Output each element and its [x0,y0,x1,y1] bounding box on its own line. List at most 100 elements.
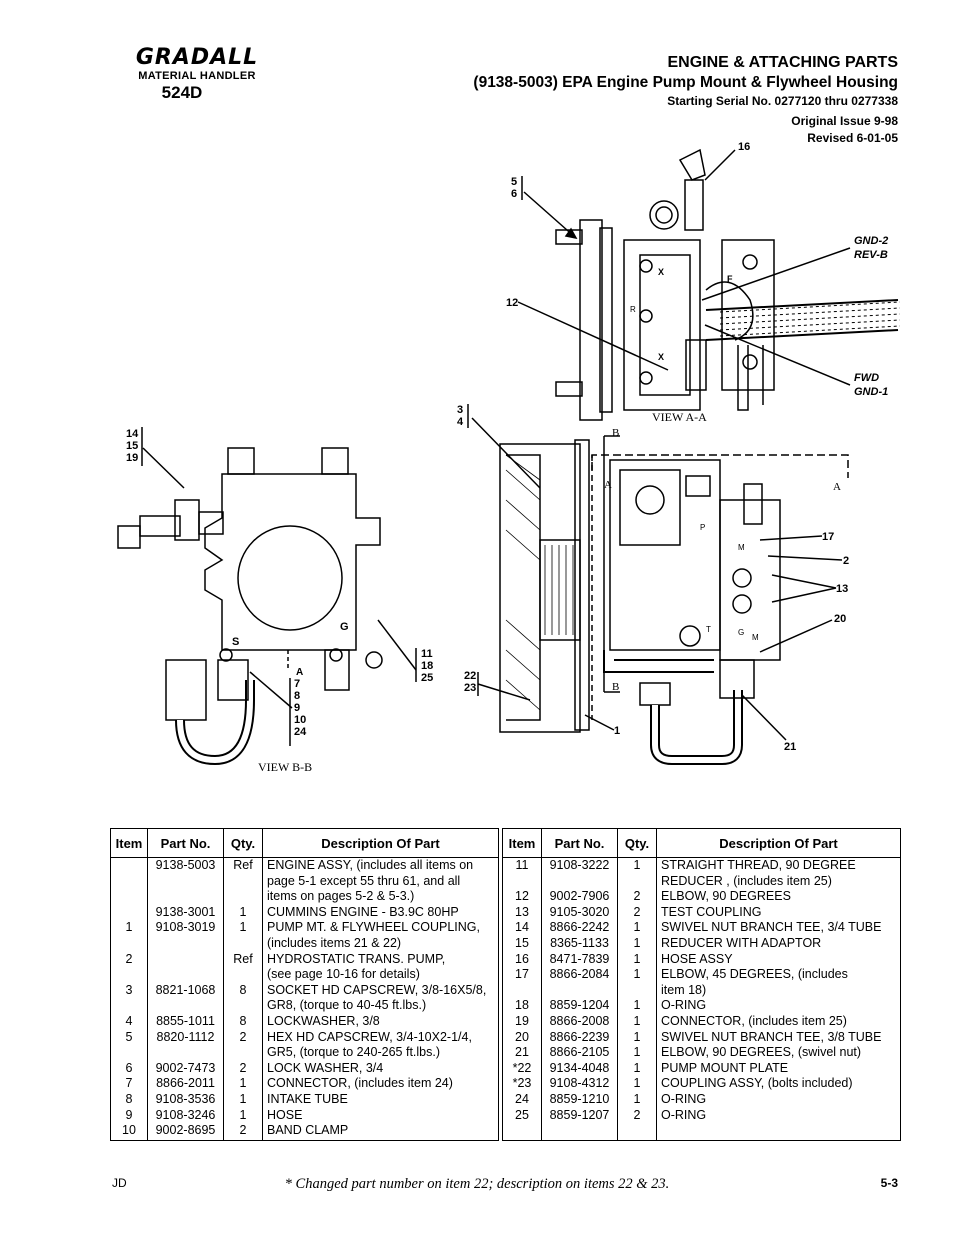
svg-text:G: G [340,621,349,633]
callout-22-23: 22 23 [464,670,477,694]
table-cell-desc: REDUCER WITH ADAPTOR [661,935,822,950]
logo-line: MATERIAL HANDLER [138,70,256,82]
table-cell-qty: 2 [633,1107,641,1122]
table-cell-desc: ELBOW, 90 DEGREES, (swivel nut) [661,1045,862,1060]
callout-13: 13 [836,583,848,595]
col-item: Item [110,828,148,858]
parts-drawing: X F R X VIEW A-A GND-2 REV-B FWD GND-1 S… [117,141,901,774]
table-cell-item: 25 [515,1107,529,1122]
table-cell-desc: CUMMINS ENGINE - B3.9C 80HP [267,904,459,919]
table-cell-item [111,967,147,983]
table-cell-desc: SWIVEL NUT BRANCH TEE, 3/8 TUBE [661,1029,882,1044]
table-cell-qty [224,936,262,952]
view-bb: S G A [117,447,417,766]
table-cell-item: 19 [515,1013,529,1028]
table-cell-qty: 1 [633,935,641,950]
table-cell-part [148,952,223,968]
table-cell-part: 9105-3020 [549,904,610,919]
table-cell-part: 9108-3019 [155,920,216,935]
table-cell-qty [224,967,262,983]
logo-brand: GRADALL [135,45,259,70]
table-cell-qty [224,1045,262,1061]
table-cell-part: 8866-2011 [156,1076,215,1091]
table-cell-desc: ELBOW, 90 DEGREES [661,889,791,904]
table-cell-item: 13 [515,904,529,919]
table-cell-part [148,967,223,983]
table-cell-desc: LOCK WASHER, 3/4 [267,1060,384,1075]
page-subtitle: (9138-5003) EPA Engine Pump Mount & Flyw… [473,74,898,91]
gradall-logo: GRADALL MATERIAL HANDLER 524D [112,45,282,103]
svg-text:T: T [706,625,711,634]
table-cell-part: 9002-7473 [155,1060,216,1075]
table-cell-desc: GR8, (torque to 40-45 ft.lbs.) [267,998,427,1013]
table-cell-qty: Ref [233,951,253,966]
svg-text:P: P [700,523,705,532]
table-cell-part: 8820-1112 [156,1029,215,1044]
table-cell-part: 8859-1204 [549,998,610,1013]
table-cell-item: 16 [515,951,529,966]
table-cell-part [148,936,223,952]
table-cell-item: *22 [512,1060,532,1075]
table-cell-part [542,983,617,999]
table-cell-part: 8866-2242 [549,920,610,935]
table-cell-item: 7 [125,1076,133,1091]
table-cell-desc: (see page 10-16 for details) [267,967,420,982]
table-cell-item: 14 [515,920,529,935]
table-cell-desc: HOSE ASSY [661,951,733,966]
table-cell-part: 8866-2084 [549,967,610,982]
svg-text:S: S [232,636,239,648]
table-cell-part: 9002-7906 [549,889,610,904]
table-cell-qty: 1 [633,951,641,966]
table-cell-desc: CONNECTOR, (includes item 25) [661,1013,847,1028]
table-cell-qty: 1 [239,1091,247,1106]
callout-14-15-19: 14 15 19 [126,428,139,464]
svg-text:B: B [612,427,619,439]
fwd-label: FWD [854,372,879,384]
table-cell-part: 9108-3536 [155,1091,216,1106]
table-cell-desc: page 5-1 except 55 thru 61, and all [267,873,461,888]
table-cell-qty [224,889,262,905]
table-cell-qty: 1 [239,920,247,935]
col-part-no: Part No. [147,828,224,858]
table-cell-item [503,874,541,890]
view-bb-caption: VIEW B-B [258,760,312,774]
table-cell-desc: HOSE [267,1107,303,1122]
table-cell-desc: TEST COUPLING [661,904,762,919]
table-cell-desc: ELBOW, 45 DEGREES, (includes [661,967,848,982]
table-cell-part: 8471-7839 [549,951,610,966]
callout-3-4: 3 4 [457,404,464,428]
col-description: Description Of Part [656,828,901,858]
table-cell-qty: 1 [633,1045,641,1060]
col-part-no: Part No. [541,828,618,858]
col-description: Description Of Part [262,828,499,858]
table-cell-qty [224,874,262,890]
table-cell-desc: SWIVEL NUT BRANCH TEE, 3/4 TUBE [661,920,882,935]
table-cell-qty [618,983,656,999]
svg-text:X: X [658,352,664,362]
table-cell-desc: HEX HD CAPSCREW, 3/4-10X2-1/4, [267,1029,472,1044]
table-cell-item: 24 [515,1091,529,1106]
col-item: Item [502,828,542,858]
table-cell-desc: GR5, (torque to 240-265 ft.lbs.) [267,1045,441,1060]
table-cell-desc: O-RING [661,1091,707,1106]
table-cell-item [111,905,147,921]
callout-7-24: 7 8 9 10 24 [294,678,307,738]
table-cell-desc: O-RING [661,1107,707,1122]
table-cell-qty: 2 [633,889,641,904]
table-cell-qty: 1 [633,967,641,982]
table-cell-item [111,858,147,874]
table-cell-qty: 1 [633,1029,641,1044]
table-cell-desc: COUPLING ASSY, (bolts included) [661,1076,853,1091]
section-view: B B A A P M T G M [471,417,849,765]
callout-11-18-25: 11 18 25 [421,648,434,684]
table-cell-item: *23 [512,1076,532,1091]
table-cell-item: 4 [125,1013,133,1028]
table-cell-part [542,874,617,890]
table-cell-part: 8821-1068 [155,982,216,997]
svg-text:F: F [727,274,733,284]
table-cell-qty: 2 [239,1060,247,1075]
table-cell-item: 2 [125,951,133,966]
serial-range: Starting Serial No. 0277120 thru 0277338 [667,94,898,108]
page-title: ENGINE & ATTACHING PARTS [667,54,898,71]
revb-label: REV-B [854,249,888,261]
